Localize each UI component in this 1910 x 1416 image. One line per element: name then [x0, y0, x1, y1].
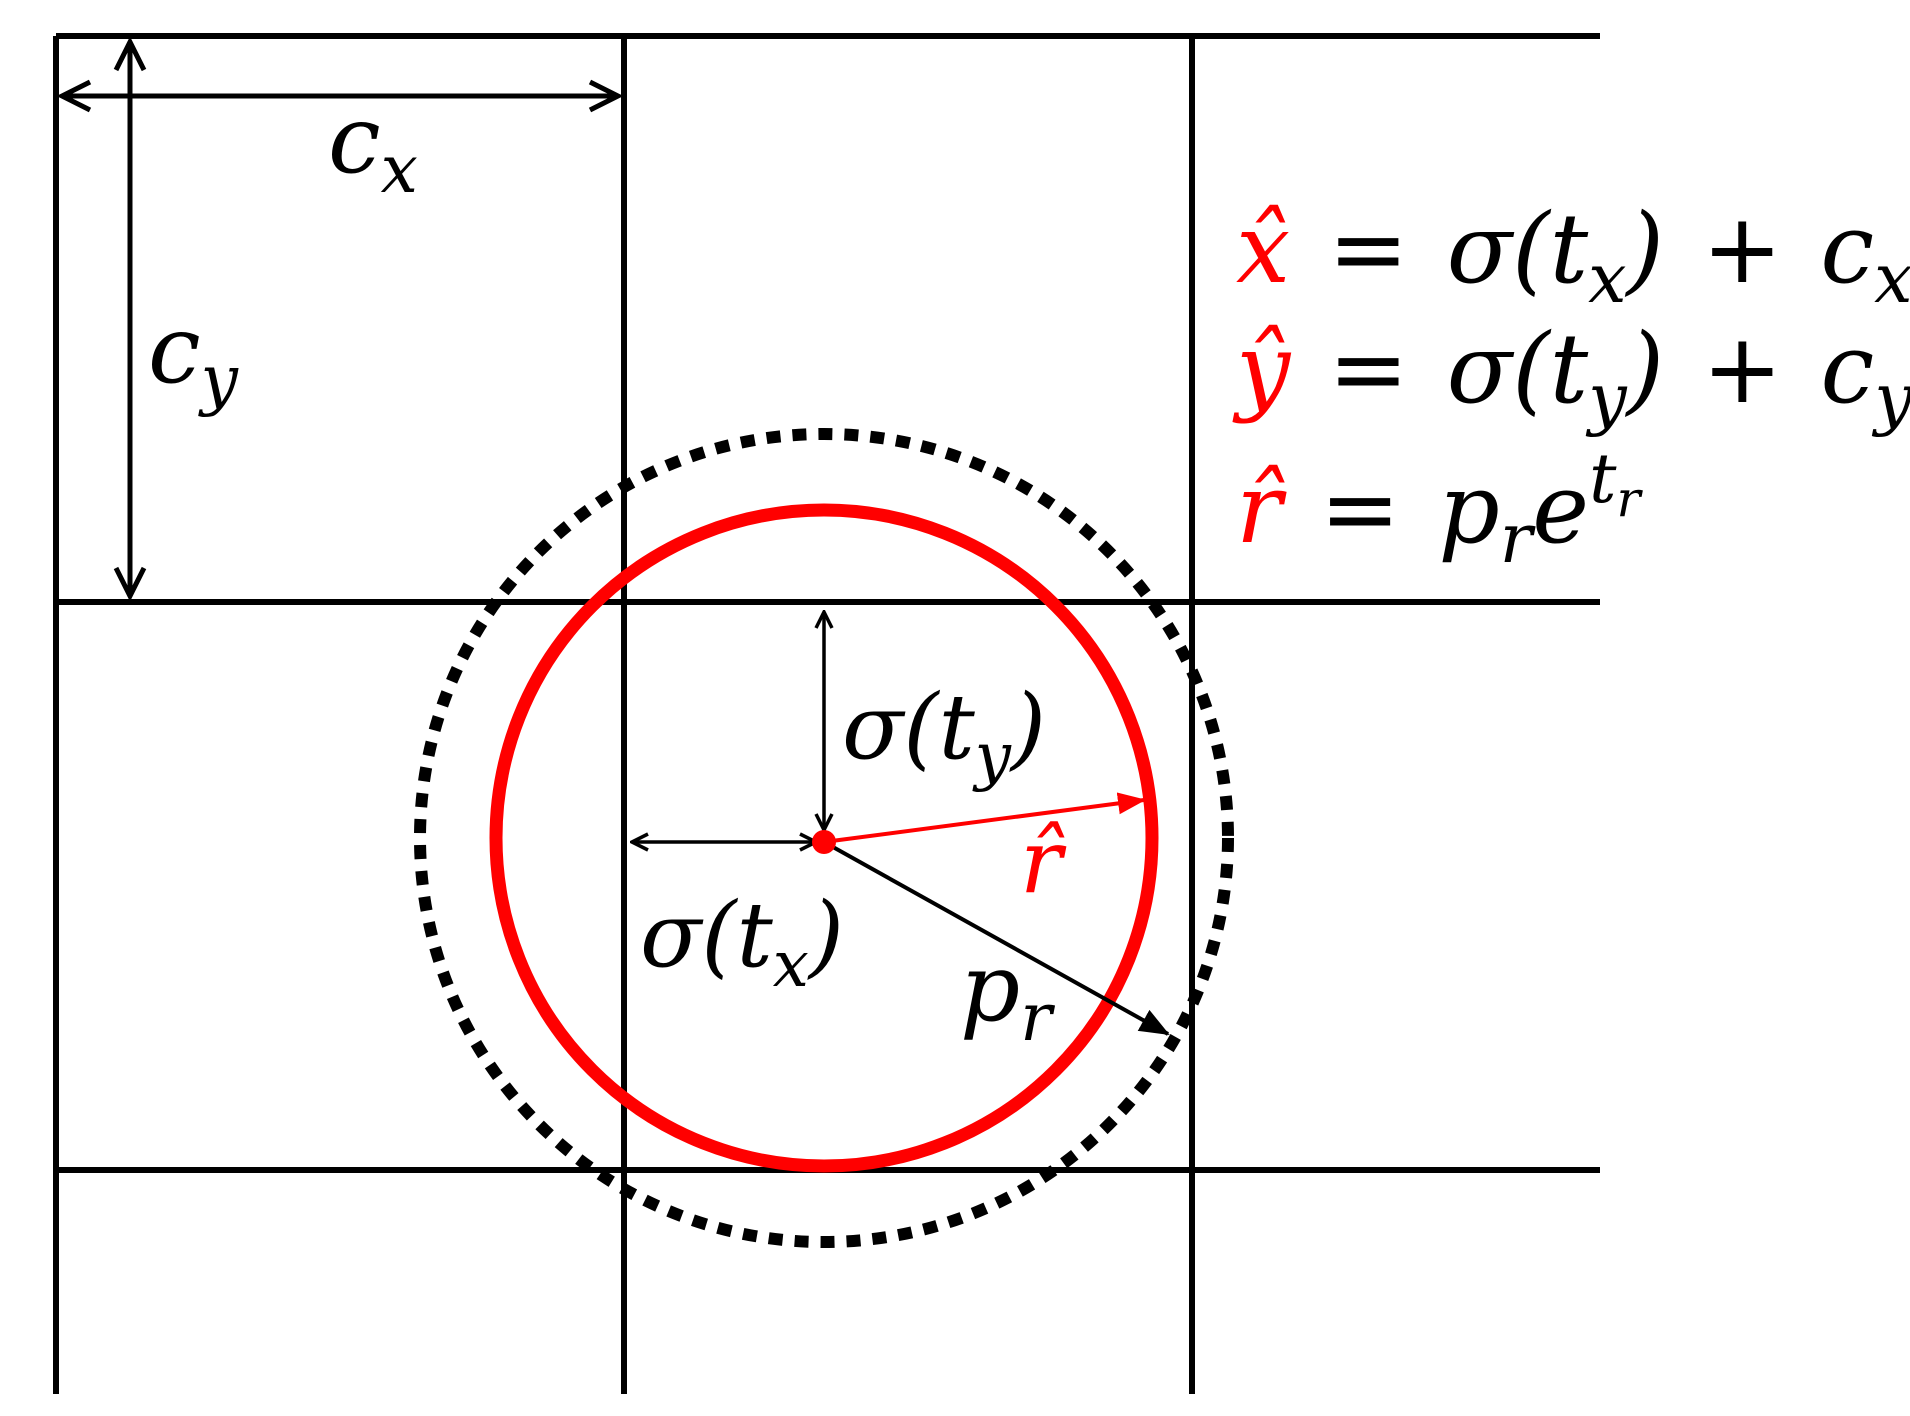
equation-x: x̂ = σ(tx) + cx [1236, 193, 1910, 319]
equations: x̂ = σ(tx) + cx ŷ = σ(ty) + cy r̂ = pret… [1232, 193, 1910, 579]
r-hat-label: r̂ [1020, 810, 1067, 913]
pr-label: pr [960, 934, 1055, 1056]
pr-arrow [823, 840, 1170, 1036]
sigma-tx-label: σ(tx) [640, 883, 844, 1002]
cy-label: cy [148, 296, 239, 418]
r-hat-arrow [823, 792, 1146, 844]
predicted-circle [489, 503, 1159, 1173]
center-point [812, 830, 836, 854]
prior-circle-dotted [414, 428, 1234, 1248]
equation-r: r̂ = pretr [1236, 440, 1643, 579]
equation-y: ŷ = σ(ty) + cy [1232, 313, 1910, 439]
cx-label: cx [328, 86, 418, 208]
sigma-ty-label: σ(ty) [842, 675, 1046, 794]
